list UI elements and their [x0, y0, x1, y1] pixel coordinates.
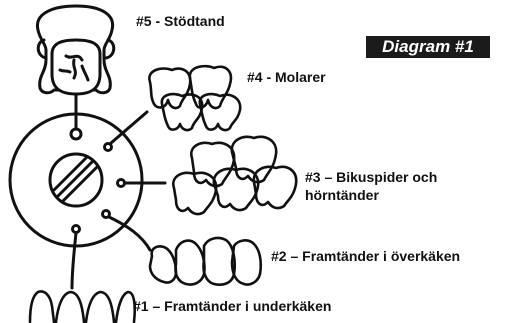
- connector-line-2: [107, 215, 152, 252]
- bicuspid-canine-teeth-illustration: [172, 135, 298, 216]
- tool-disc: [8, 112, 144, 248]
- connector-line-4: [109, 110, 149, 145]
- abutment-tooth-illustration: [36, 4, 116, 96]
- label-molars: #4 - Molarer: [247, 69, 326, 85]
- label-bicuspids-line2: hörntänder: [305, 187, 379, 203]
- label-upper-front-teeth: #2 – Framtänder i överkäken: [271, 248, 461, 264]
- label-lower-front-teeth: #1 – Framtänder i underkäken: [133, 298, 332, 314]
- label-abutment: #5 - Stödtand: [136, 13, 225, 29]
- lower-front-teeth-illustration: [28, 290, 137, 323]
- molar-teeth-illustration: [148, 64, 242, 132]
- upper-front-teeth-illustration: [148, 236, 263, 286]
- label-bicuspids-line1: #3 – Bikuspider och: [305, 169, 438, 185]
- connector-line-1: [70, 231, 78, 290]
- diagram-title-badge: Diagram #1: [366, 36, 490, 58]
